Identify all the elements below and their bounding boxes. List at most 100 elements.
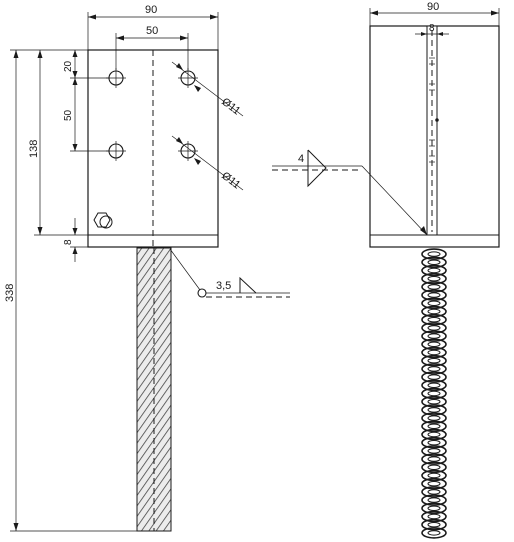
coil-inner — [427, 349, 441, 356]
side-dim-plate-thickness: 8 — [415, 23, 449, 36]
coil-inner — [427, 448, 441, 454]
coil-turn — [421, 518, 447, 531]
coil-turn — [421, 371, 447, 383]
coil-inner — [427, 374, 441, 380]
coil-inner — [427, 522, 441, 528]
coil-turn — [421, 272, 447, 285]
coil-turn — [421, 256, 447, 269]
side-dim-plate-width-label: 90 — [427, 1, 439, 13]
coil-turn — [421, 338, 447, 351]
weld-symbol-side: 4 — [272, 149, 428, 236]
hole-diameter-lower-label: Ø11 — [219, 170, 242, 192]
dim-hole-spacing-h-label: 50 — [146, 25, 158, 37]
coil-turn — [421, 289, 447, 301]
coil-inner — [427, 440, 441, 446]
dim-plate-height-label: 138 — [28, 140, 40, 158]
dim-plate-width: 90 — [87, 4, 219, 50]
coil-turn — [421, 420, 447, 433]
coil-turn — [421, 412, 447, 424]
coil-turn — [421, 387, 447, 400]
coil-inner — [427, 382, 441, 388]
coil-turn — [421, 330, 447, 342]
coil-inner — [427, 415, 441, 421]
coil-inner — [427, 333, 441, 339]
coil-inner — [427, 456, 441, 462]
mounting-plate — [87, 49, 219, 248]
dim-top-hole-offset-label: 20 — [63, 60, 74, 72]
coil-inner — [427, 513, 441, 520]
hole-center-marks — [106, 68, 198, 161]
dim-hole-spacing-v-label: 50 — [63, 109, 74, 121]
rebar-coil — [421, 248, 447, 539]
coil-inner — [427, 464, 441, 470]
coil-inner — [427, 341, 441, 347]
dim-total-height: 338 — [4, 49, 137, 532]
coil-turn — [421, 346, 447, 359]
coil-turn — [421, 477, 447, 490]
coil-inner — [427, 259, 441, 265]
dim-total-height-label: 338 — [4, 284, 16, 302]
coil-inner — [427, 481, 441, 487]
coil-inner — [427, 530, 441, 536]
dim-top-hole-offset: 20 — [63, 49, 109, 79]
coil-inner — [427, 505, 441, 511]
coil-turn — [421, 461, 447, 474]
coil-turn — [421, 395, 447, 408]
coil-inner — [427, 399, 441, 405]
coil-turn — [421, 363, 447, 375]
coil-turn — [421, 379, 447, 392]
coil-inner — [427, 317, 441, 323]
coil-inner — [427, 423, 441, 429]
hex-nut-icon — [93, 212, 113, 229]
coil-inner — [427, 431, 441, 438]
coil-turn — [421, 494, 447, 506]
coil-inner — [427, 292, 441, 298]
coil-turn — [421, 436, 447, 449]
coil-turn — [421, 469, 447, 482]
coil-turn — [421, 264, 447, 277]
dim-hole-spacing-h: 50 — [115, 25, 189, 70]
coil-inner — [427, 497, 441, 503]
coil-turn — [421, 445, 447, 457]
coil-turn — [421, 248, 447, 260]
weld-symbol-front: 3,5 — [169, 248, 290, 298]
coil-turn — [421, 322, 447, 334]
coil-inner — [427, 489, 441, 495]
weld-size-front-label: 3,5 — [216, 280, 231, 292]
coil-inner — [427, 358, 441, 364]
side-dim-plate-width: 90 — [369, 1, 500, 26]
dim-base-thickness-label: 8 — [63, 239, 74, 245]
coil-turn — [421, 453, 447, 465]
coil-inner — [427, 407, 441, 413]
side-dim-plate-thickness-label: 8 — [429, 23, 435, 34]
coil-turn — [421, 486, 447, 498]
coil-turn — [421, 297, 447, 310]
coil-inner — [427, 251, 441, 257]
coil-turn — [421, 305, 447, 318]
coil-inner — [427, 472, 441, 479]
dim-hole-spacing-v: 50 — [63, 78, 109, 152]
coil-turn — [421, 527, 447, 539]
coil-inner — [427, 366, 441, 372]
coil-turn — [421, 502, 447, 515]
coil-turn — [421, 404, 447, 416]
hole-diameter-upper-label: Ø11 — [219, 96, 242, 118]
coil-inner — [427, 325, 441, 331]
coil-inner — [427, 300, 441, 306]
coil-turn — [421, 510, 447, 523]
coil-turn — [421, 354, 447, 367]
coil-turn — [421, 313, 447, 326]
front-view: 90 50 20 50 — [4, 4, 290, 532]
coil-turn — [421, 281, 447, 293]
dim-base-thickness: 8 — [63, 218, 88, 262]
coil-turn — [421, 428, 447, 441]
dim-plate-width-label: 90 — [145, 4, 157, 16]
coil-inner — [427, 308, 441, 315]
coil-inner — [427, 390, 441, 397]
vertical-plate-hole-marks — [429, 57, 439, 163]
side-view: 90 8 4 — [272, 1, 500, 539]
coil-inner — [427, 284, 441, 290]
weld-size-side-label: 4 — [298, 153, 304, 165]
coil-inner — [427, 267, 441, 274]
